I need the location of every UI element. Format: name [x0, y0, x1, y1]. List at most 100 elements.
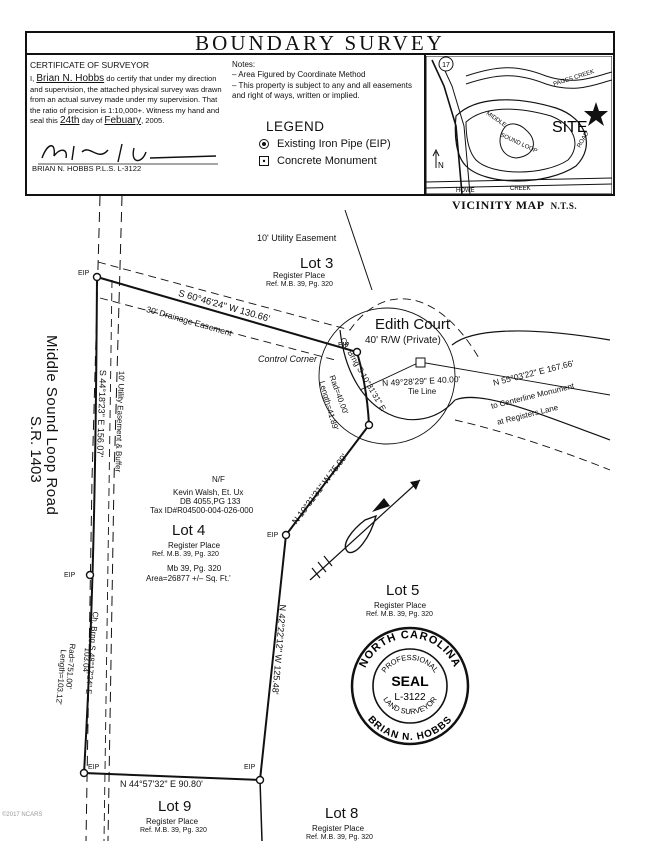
owner-nf: N/F — [212, 475, 225, 484]
certificate-text: I, Brian N. Hobbs do certify that under … — [30, 74, 225, 126]
north-arrow-icon — [432, 148, 440, 168]
lot9-line2: Ref. M.B. 39, Pg. 320 — [140, 827, 207, 834]
title-block — [25, 31, 615, 196]
surveyor-seal: NORTH CAROLINA BRIAN N. HOBBS PROFESSION… — [350, 626, 470, 746]
road-edge-line — [454, 396, 611, 441]
legend-title: LEGEND — [266, 119, 325, 134]
svg-text:BRIAN N. HOBBS: BRIAN N. HOBBS — [365, 714, 455, 743]
concrete-monument-icon — [415, 357, 426, 368]
certificate-month: Febuary — [104, 115, 142, 127]
site-star-icon — [584, 102, 608, 126]
road-edge-line — [451, 330, 611, 346]
lot3-line1: Register Place — [273, 271, 326, 280]
drainage-easement-line — [99, 297, 336, 361]
owner-deed: DB 4055,PG 133 — [180, 497, 241, 506]
road-sr: S.R. 1403 — [27, 416, 44, 483]
eip-icon — [364, 420, 374, 430]
edith-court-rw: 40' R/W (Private) — [365, 335, 441, 346]
seal-word: SEAL — [391, 673, 429, 689]
boundary-line — [259, 779, 263, 841]
eip-label: EIP — [78, 270, 90, 277]
owner-name: Kevin Walsh, Et. Ux — [173, 488, 244, 497]
edith-court-name: Edith Court — [375, 316, 451, 333]
lot9-line1: Register Place — [146, 817, 199, 826]
eip-label: EIP — [338, 342, 350, 349]
eip-label: EIP — [88, 764, 100, 771]
iron-pipe-icon — [259, 139, 269, 149]
surveyor-name: Brian N. Hobbs — [36, 73, 105, 85]
lot4-area: Area=26877 +/– Sq. Ft.' — [146, 574, 231, 583]
eip-label: EIP — [267, 532, 279, 539]
eip-icon — [255, 775, 265, 785]
lot4-line3: Mb 39, Pg. 320 — [167, 564, 222, 573]
vicinity-scale: N.T.S. — [550, 201, 578, 211]
watermark: ©2017 NCARS — [2, 812, 43, 818]
legend-label: Existing Iron Pipe (EIP) — [277, 138, 391, 150]
note-item: – Area Figured by Coordinate Method — [232, 70, 366, 80]
notes-heading: Notes: — [232, 60, 256, 69]
vicinity-caption: VICINITY MAP — [452, 198, 545, 212]
certificate-year: , 2005. — [141, 116, 165, 126]
lot9-name: Lot 9 — [158, 798, 192, 815]
lot4-line1: Register Place — [168, 541, 221, 550]
north-arrow-icon — [309, 479, 421, 581]
certificate-of-surveyor: CERTIFICATE OF SURVEYOR I, Brian N. Hobb… — [30, 60, 225, 126]
road-name: Middle Sound Loop Road — [43, 335, 60, 516]
eip-label: EIP — [244, 764, 256, 771]
page-title: BOUNDARY SURVEY — [25, 31, 615, 55]
lot5-line2: Ref. M.B. 39, Pg. 320 — [366, 611, 433, 618]
eip-markers — [79, 272, 374, 785]
lot8-line2: Ref. M.B. 39, Pg. 320 — [306, 834, 373, 841]
eip-icon — [352, 347, 362, 357]
eip-icon — [281, 530, 291, 540]
lot4-line2: Ref. M.B. 39, Pg. 320 — [152, 551, 219, 558]
site-label: SITE — [552, 119, 588, 136]
eip-icon — [79, 768, 89, 778]
seal-number: L-3122 — [394, 692, 426, 703]
owner-tax-id: Tax ID#R04500-004-026-000 — [150, 506, 254, 515]
control-corner-label: Control Corner — [258, 354, 318, 364]
utility-easement-line — [454, 419, 611, 471]
notes: Notes: – Area Figured by Coordinate Meth… — [232, 60, 422, 102]
utility-easement-line — [97, 261, 481, 361]
eip-icon — [92, 272, 102, 282]
lot3-line2: Ref. M.B. 39, Pg. 320 — [266, 281, 333, 288]
north-label: N — [438, 161, 444, 170]
certificate-day: 24th — [59, 115, 80, 127]
surveyor-signature — [38, 143, 218, 165]
utility-easement-label: 10' Utility Easement — [257, 233, 337, 243]
vicinity-map: 17 PAGES CREEK MIDDLE SOUND LOOP ROAD HO… — [426, 56, 612, 194]
certificate-line1: do certify — [106, 74, 138, 84]
cul-de-sac-edge — [339, 329, 456, 421]
certificate-day-of: day of — [81, 116, 103, 126]
boundary-line — [344, 209, 373, 291]
lot8-line1: Register Place — [312, 824, 365, 833]
eip-icon — [85, 570, 95, 580]
legend-label: Concrete Monument — [277, 155, 377, 167]
seal-name: BRIAN N. HOBBS — [365, 714, 454, 743]
surveyor-signature-line: BRIAN N. HOBBS P.L.S. L-3122 — [32, 164, 142, 173]
note-item: – This property is subject to any and al… — [232, 80, 412, 101]
road-edge-line — [107, 195, 123, 841]
legend-item-monument: Concrete Monument — [258, 155, 377, 167]
cul-de-sac-outer — [318, 307, 456, 445]
vicinity-map-border — [424, 54, 616, 194]
vm-road-label: CREEK — [510, 186, 531, 192]
lot4-boundary — [82, 275, 371, 782]
side-easement-line — [103, 279, 113, 841]
concrete-monument-icon — [259, 156, 269, 166]
vicinity-map-caption: VICINITY MAP N.T.S. — [452, 198, 577, 213]
legend-item-eip: Existing Iron Pipe (EIP) — [258, 138, 391, 150]
vm-road-label: HOWE — [456, 188, 475, 194]
lot3-name: Lot 3 — [300, 255, 334, 272]
tie-line-label: Tie Line — [408, 387, 437, 396]
certificate-body: that under my direction and supervision,… — [30, 74, 222, 126]
certificate-prefix: I, — [30, 74, 35, 84]
lot5-line1: Register Place — [374, 601, 427, 610]
certificate-heading: CERTIFICATE OF SURVEYOR — [30, 60, 150, 70]
lot8-name: Lot 8 — [325, 805, 359, 822]
eip-label: EIP — [64, 572, 76, 579]
route-shield-label: 17 — [442, 62, 450, 69]
lot5-name: Lot 5 — [386, 582, 420, 599]
